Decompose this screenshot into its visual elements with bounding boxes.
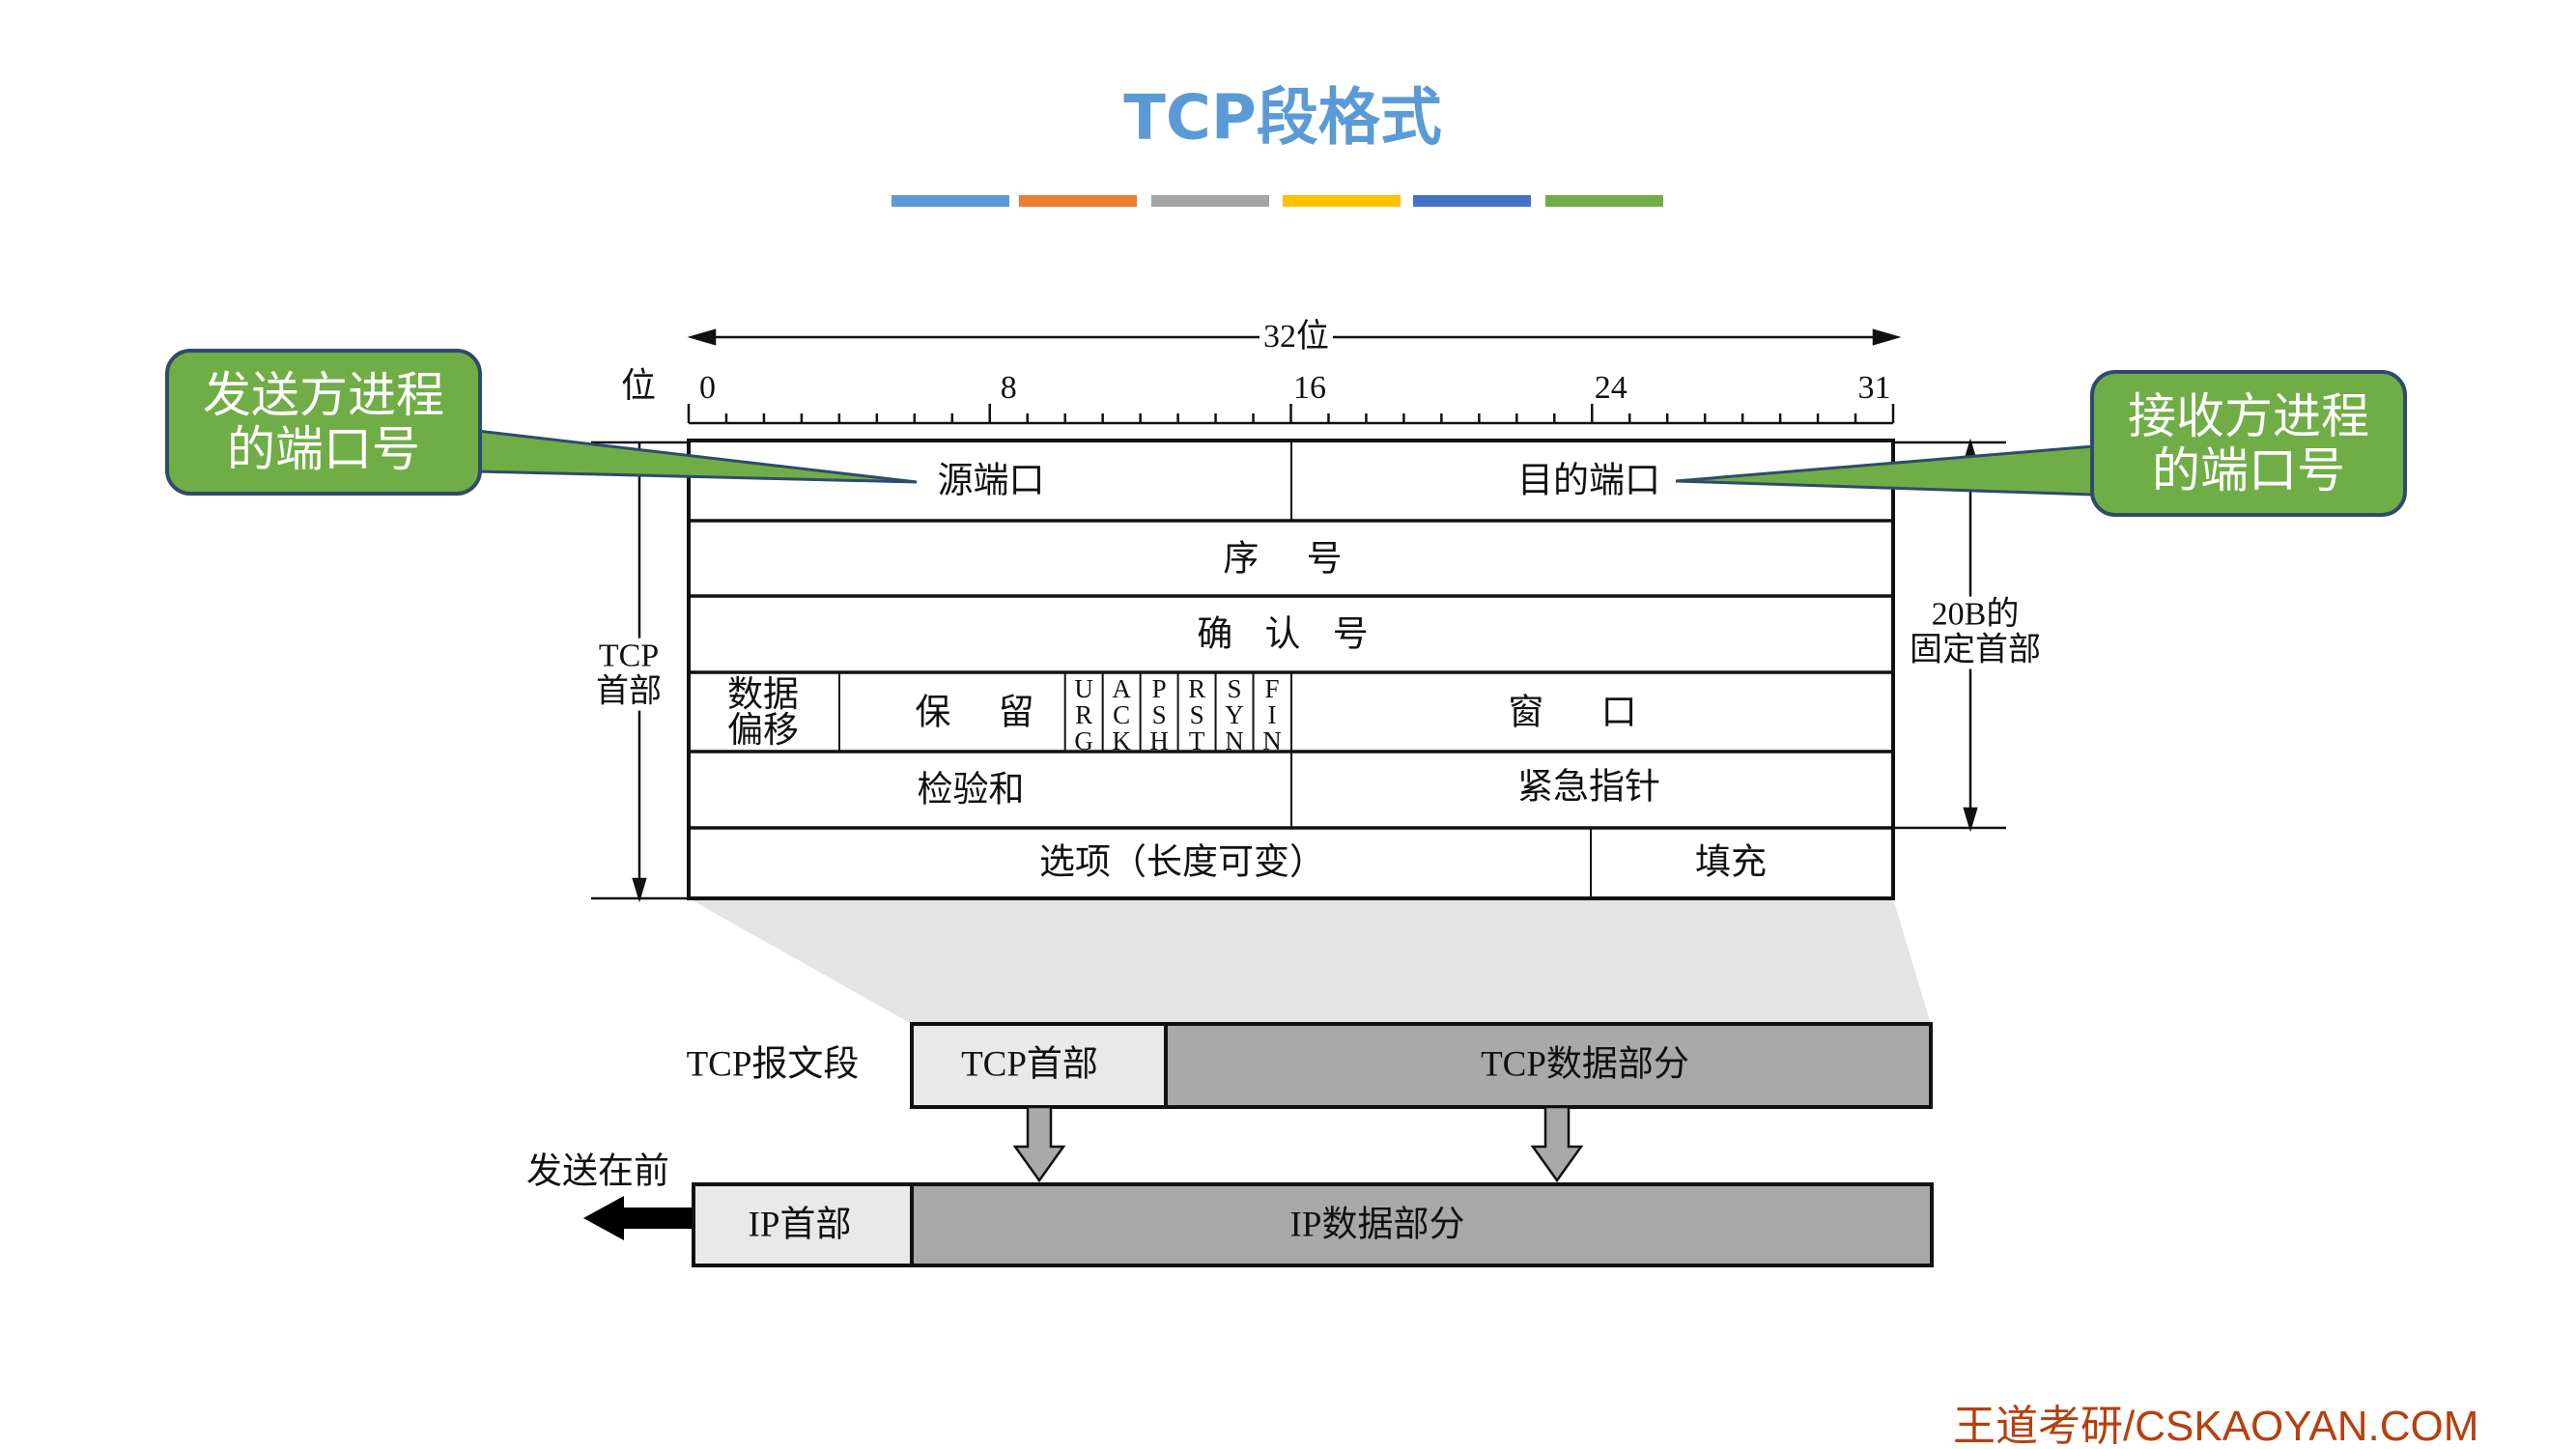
ruler-tick-label: 8 <box>1000 370 1017 407</box>
fixed-header-label: 20B的 固定首部 <box>1906 596 2045 669</box>
tcp-header-label: TCP 首部 <box>592 638 665 711</box>
sender-port-callout: 发送方进程 的端口号 <box>165 349 482 496</box>
accent-color-bars <box>892 195 1663 207</box>
tcp-data-block: TCP数据部分 <box>1481 1044 1689 1085</box>
tcp-header-block: TCP首部 <box>961 1044 1098 1085</box>
page-title: TCP段格式 <box>1123 82 1442 155</box>
down-arrow-icon <box>1530 1105 1584 1183</box>
width-label: 32位 <box>1260 320 1333 355</box>
flag-psh: PSH <box>1149 674 1169 755</box>
dest-port-field: 目的端口 <box>1517 461 1660 501</box>
accent-bar <box>1283 195 1401 207</box>
flag-syn: SYN <box>1225 674 1244 755</box>
accent-bar <box>1151 195 1269 207</box>
down-arrow-icon <box>1012 1105 1066 1183</box>
ip-header-block: IP首部 <box>748 1205 852 1245</box>
ruler-tick-label: 16 <box>1292 370 1326 407</box>
options-field: 选项（长度可变） <box>1039 842 1325 883</box>
flag-fin: FIN <box>1262 674 1282 755</box>
ruler-tick-label: 31 <box>1857 370 1891 407</box>
checksum-field: 检验和 <box>917 770 1025 810</box>
footer-brand: 王道考研/CSKAOYAN.COM <box>1953 1403 2479 1449</box>
ruler-tick-label: 0 <box>698 370 716 407</box>
ruler-tick-label: 24 <box>1594 370 1628 407</box>
accent-bar <box>1019 195 1137 207</box>
sequence-number-field: 序 号 <box>1223 539 1343 580</box>
flag-ack: ACK <box>1112 674 1131 755</box>
ip-data-block: IP数据部分 <box>1289 1205 1465 1245</box>
ack-number-field: 确 认 号 <box>1197 614 1369 655</box>
flag-urg: URG <box>1074 674 1093 755</box>
tcp-segment-label: TCP报文段 <box>686 1044 860 1085</box>
accent-bar <box>892 195 1009 207</box>
accent-bar <box>1413 195 1531 207</box>
padding-field: 填充 <box>1695 842 1767 883</box>
bit-label: 位 <box>620 366 657 406</box>
tcp-segment-bar <box>910 1022 1933 1109</box>
receiver-port-callout: 接收方进程 的端口号 <box>2090 370 2407 517</box>
source-port-field: 源端口 <box>937 461 1045 501</box>
window-field: 窗 口 <box>1508 693 1637 733</box>
ip-datagram-bar <box>692 1182 1934 1267</box>
flag-rst: RST <box>1188 674 1206 755</box>
header-table-grid <box>687 439 1895 900</box>
urgent-pointer-field: 紧急指针 <box>1517 767 1660 808</box>
expansion-shadow <box>689 898 1931 1024</box>
send-first-label: 发送在前 <box>526 1151 669 1192</box>
left-callout-pointer <box>475 429 918 484</box>
data-offset-field: 数据 偏移 <box>727 675 799 751</box>
bit-ruler <box>687 404 1895 425</box>
accent-bar <box>1545 195 1663 207</box>
send-direction-arrow-icon <box>583 1196 692 1240</box>
right-callout-pointer <box>1675 444 2096 497</box>
reserved-field: 保 留 <box>915 693 1034 733</box>
